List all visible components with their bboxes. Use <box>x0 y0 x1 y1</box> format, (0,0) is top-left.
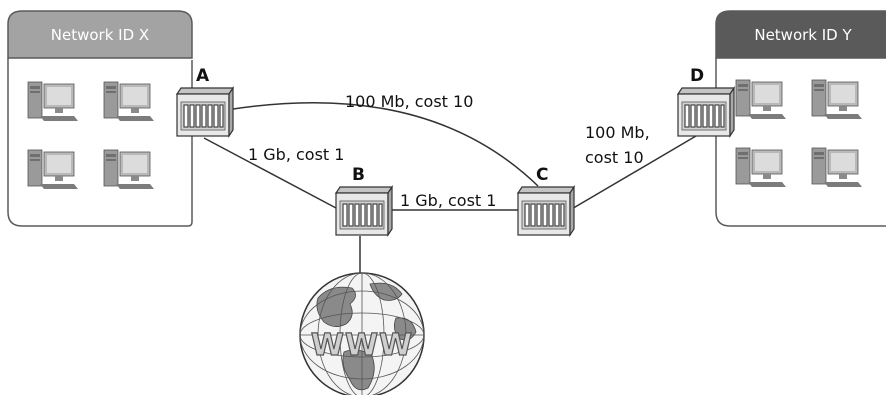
link-a-b <box>203 137 337 209</box>
router-b-icon <box>335 186 393 236</box>
globe-icon: WWW <box>299 272 425 395</box>
router-d-icon <box>677 87 735 137</box>
node-label-b: B <box>352 165 365 185</box>
computer-icon <box>811 79 863 120</box>
link-a-c <box>203 102 539 187</box>
network-x-box: Network ID X <box>7 10 193 227</box>
network-y-title: Network ID Y <box>754 26 852 44</box>
node-label-a: A <box>196 66 210 86</box>
router-c-icon <box>517 186 575 236</box>
link-label-c-d-line2: cost 10 <box>585 148 644 167</box>
internet-label: WWW <box>311 328 413 363</box>
link-label-b-c: 1 Gb, cost 1 <box>400 191 496 210</box>
link-c-d <box>569 135 697 211</box>
node-label-c: C <box>536 165 548 185</box>
link-label-c-d-line1: 100 Mb, <box>585 123 650 142</box>
link-label-a-c: 100 Mb, cost 10 <box>345 92 473 111</box>
router-a-icon <box>176 87 234 137</box>
network-x-title: Network ID X <box>51 26 149 44</box>
link-label-a-b: 1 Gb, cost 1 <box>248 145 344 164</box>
node-label-d: D <box>690 66 704 86</box>
